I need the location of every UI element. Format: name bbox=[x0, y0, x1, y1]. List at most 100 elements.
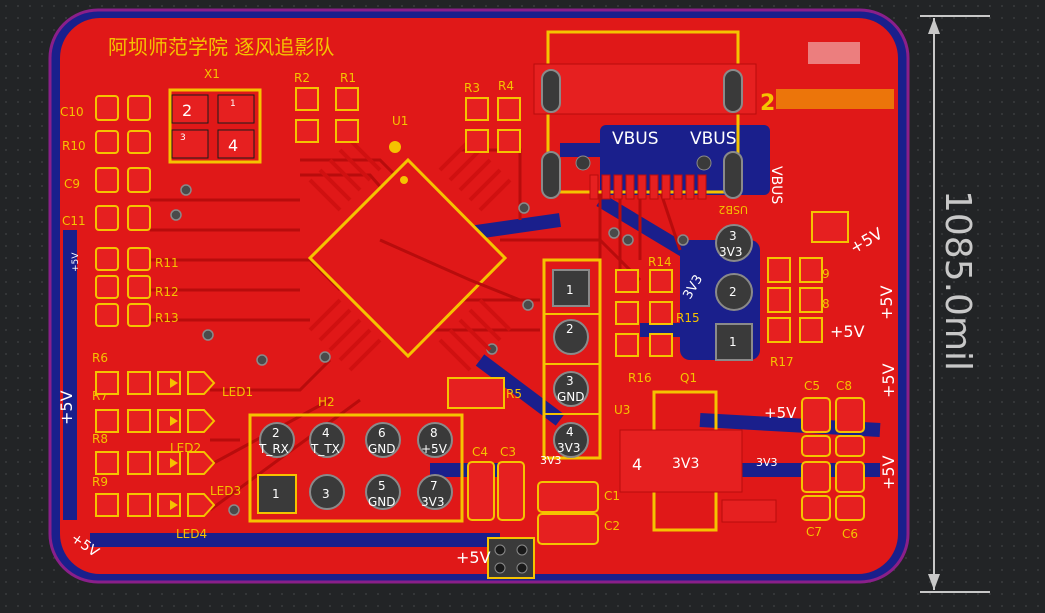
r9-ref: R9 bbox=[92, 475, 108, 489]
r4-pad-a bbox=[497, 97, 521, 121]
u3-pins bbox=[552, 269, 590, 458]
reg-pin3-name: 3V3 bbox=[719, 245, 742, 259]
c1-ref: C1 bbox=[604, 489, 620, 503]
h2-pin6-name: GND bbox=[368, 442, 396, 456]
h2-pin2-name: T_RX bbox=[258, 442, 289, 456]
c11-ref: C11 bbox=[62, 214, 86, 228]
led-arrows bbox=[170, 378, 178, 510]
r2-pad-b bbox=[295, 119, 319, 143]
net-5v-right-3: +5V bbox=[879, 455, 898, 490]
blurred-label bbox=[808, 42, 860, 64]
mcu-pins bbox=[308, 138, 512, 372]
r3-ref: R3 bbox=[464, 81, 480, 95]
h2-pin5-name: GND bbox=[368, 495, 396, 509]
c7-ref: C7 bbox=[806, 525, 822, 539]
r14-ref: R14 bbox=[648, 255, 672, 269]
dimension-line bbox=[920, 15, 990, 593]
usb-hole-left bbox=[575, 155, 591, 171]
h2-pin-labels: 2 T_RX 4 T_TX 6 GND 8 +5V 1 3 5 GND 7 3V… bbox=[258, 426, 448, 509]
u3-pin4-num: 4 bbox=[566, 425, 574, 439]
x1-pad-4 bbox=[217, 129, 255, 159]
bottom-caps: C4 C3 C1 C2 R5 bbox=[447, 377, 620, 545]
left-5v-label-2: +5V bbox=[57, 390, 76, 425]
r2-pad-a bbox=[295, 87, 319, 111]
c3-ref: C3 bbox=[500, 445, 516, 459]
r8-ref: R8 bbox=[92, 432, 108, 446]
x1-pad-4-label: 4 bbox=[228, 136, 238, 155]
h2-outline bbox=[248, 413, 464, 523]
crystal-outline bbox=[168, 88, 262, 164]
h2-pin7-num: 7 bbox=[430, 479, 438, 493]
right-caps: C5 C8 C7 C6 bbox=[801, 379, 865, 541]
usb-vbus-left: VBUS bbox=[612, 129, 659, 149]
h2-pin3-num: 3 bbox=[322, 487, 330, 501]
r3-pad-b bbox=[465, 129, 489, 153]
r1-ref: R1 bbox=[340, 71, 356, 85]
r3-pad-a bbox=[465, 97, 489, 121]
mcu-center-trace bbox=[379, 238, 521, 302]
left-5v-label: +5V bbox=[71, 252, 81, 272]
net-3v3-c1: 3V3 bbox=[540, 454, 562, 467]
r2-ref: R2 bbox=[294, 71, 310, 85]
q1-tab-pad bbox=[619, 429, 743, 493]
c4-ref: C4 bbox=[472, 445, 488, 459]
net-3v3-c7: 3V3 bbox=[756, 456, 778, 469]
small-cap-pad bbox=[811, 211, 849, 243]
blurred-label-strip bbox=[776, 89, 894, 109]
right-resistors: R19 R18 R17 bbox=[767, 257, 830, 369]
c5-ref: C5 bbox=[804, 379, 820, 393]
usb-slot-left-top bbox=[541, 69, 561, 113]
u3-pin2-num: 2 bbox=[566, 322, 574, 336]
led4-ref: LED4 bbox=[176, 527, 207, 541]
h2-pins bbox=[257, 422, 453, 514]
h2-pin6-num: 6 bbox=[378, 426, 386, 440]
usb2-ref: USB2 bbox=[718, 203, 748, 216]
x1-pad-3-label: 3 bbox=[180, 133, 186, 143]
x1-pad-1 bbox=[217, 94, 255, 124]
h2-pin4-num: 4 bbox=[322, 426, 330, 440]
h2-pin2-num: 2 bbox=[272, 426, 280, 440]
r15-ref: R15 bbox=[676, 311, 700, 325]
r13-ref: R13 bbox=[155, 311, 179, 325]
q1-small-pad bbox=[721, 499, 777, 523]
q1-pad-num: 4 bbox=[632, 455, 642, 474]
r4-ref: R4 bbox=[498, 79, 514, 93]
c6-ref: C6 bbox=[842, 527, 858, 541]
usb-vbus-right: VBUS bbox=[690, 129, 737, 149]
h2-pin4-name: T_TX bbox=[310, 442, 340, 456]
top-resistors: R2 R1 R3 R4 bbox=[294, 71, 521, 153]
led1-ref: LED1 bbox=[222, 385, 253, 399]
h2-pin8-num: 8 bbox=[430, 426, 438, 440]
u3-pin3-name: GND bbox=[557, 390, 585, 404]
bottom-small-connector bbox=[487, 537, 535, 579]
r12-ref: R12 bbox=[155, 285, 179, 299]
q1-ref: Q1 bbox=[680, 371, 697, 385]
r10-ref: R10 bbox=[62, 139, 86, 153]
x1-pad-3 bbox=[171, 129, 209, 159]
h2-pin7-name: 3V3 bbox=[421, 495, 444, 509]
r16-ref: R16 bbox=[628, 371, 652, 385]
blurred-label-digit: 2 bbox=[760, 91, 775, 116]
reg-pin3-num: 3 bbox=[729, 229, 737, 243]
usb-signal-pins bbox=[589, 174, 707, 200]
x1-pad-2-label: 2 bbox=[182, 101, 192, 120]
usb-slot-right-bot bbox=[723, 151, 743, 199]
u3-pin3-num: 3 bbox=[566, 374, 574, 388]
dimension-label: 1085.0mil bbox=[937, 190, 978, 371]
x1-ref: X1 bbox=[204, 67, 220, 81]
c10-ref: C10 bbox=[60, 105, 84, 119]
u3-pin1-num: 1 bbox=[566, 283, 574, 297]
bottom-connector-pins bbox=[494, 544, 528, 574]
led3-ref: LED3 bbox=[210, 484, 241, 498]
r1-pad-a bbox=[335, 87, 359, 111]
h2-pin5-num: 5 bbox=[378, 479, 386, 493]
r5-ref: R5 bbox=[506, 387, 522, 401]
net-5v-r18: +5V bbox=[830, 322, 865, 341]
c9-ref: C9 bbox=[64, 177, 80, 191]
u1-ref: U1 bbox=[392, 114, 408, 128]
board-title: 阿坝师范学院 逐风追影队 bbox=[108, 35, 334, 59]
mcu-pin1-dot bbox=[400, 176, 408, 184]
u3-ref: U3 bbox=[614, 403, 630, 417]
net-5v-bottom: +5V bbox=[456, 548, 491, 567]
